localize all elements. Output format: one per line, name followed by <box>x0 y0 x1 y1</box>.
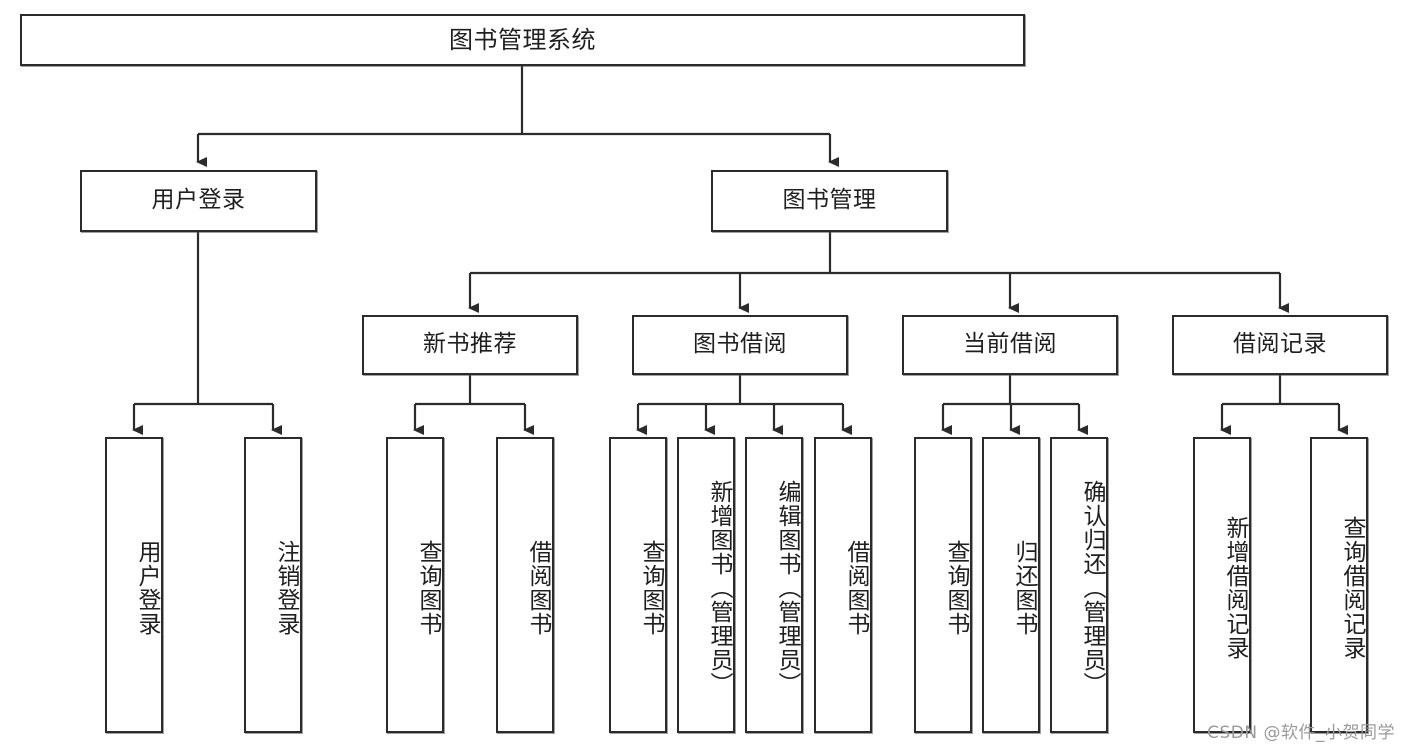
node-leaf-user-logout[interactable]: 注销登录 <box>244 437 302 733</box>
node-current-borrow-label: 当前借阅 <box>963 331 1057 358</box>
node-leaf-add-record-label: 新增借阅记录 <box>1222 516 1248 660</box>
node-leaf-edit-book-label: 编辑图书（管理员） <box>774 480 800 696</box>
csdn-watermark: CSDN @软件_小贺同学 <box>1207 723 1395 743</box>
node-borrow-record[interactable]: 借阅记录 <box>1172 315 1388 375</box>
node-leaf-borrow-book-1-label: 借阅图书 <box>525 540 551 636</box>
node-leaf-query-book-3[interactable]: 查询图书 <box>914 437 972 733</box>
node-leaf-user-logout-label: 注销登录 <box>273 540 299 636</box>
node-leaf-add-book[interactable]: 新增图书（管理员） <box>677 437 735 733</box>
node-leaf-borrow-book-2-label: 借阅图书 <box>843 540 869 636</box>
node-book-manage-label: 图书管理 <box>782 187 877 214</box>
node-book-manage[interactable]: 图书管理 <box>711 170 948 232</box>
node-leaf-query-book-3-label: 查询图书 <box>943 540 969 636</box>
node-leaf-user-login[interactable]: 用户登录 <box>105 437 163 733</box>
node-leaf-query-record-label: 查询借阅记录 <box>1339 516 1365 660</box>
node-current-borrow[interactable]: 当前借阅 <box>902 315 1118 375</box>
node-leaf-confirm-return-label: 确认归还（管理员） <box>1079 480 1105 696</box>
node-leaf-query-book-1[interactable]: 查询图书 <box>386 437 444 733</box>
node-new-book-recommend-label: 新书推荐 <box>423 331 517 358</box>
node-user-login[interactable]: 用户登录 <box>80 170 317 232</box>
node-root-label: 图书管理系统 <box>449 25 596 54</box>
node-user-login-label: 用户登录 <box>151 187 246 214</box>
node-leaf-query-book-2-label: 查询图书 <box>638 540 664 636</box>
node-root[interactable]: 图书管理系统 <box>20 14 1025 66</box>
node-leaf-query-book-1-label: 查询图书 <box>415 540 441 636</box>
node-new-book-recommend[interactable]: 新书推荐 <box>362 315 578 375</box>
node-leaf-add-record[interactable]: 新增借阅记录 <box>1193 437 1251 733</box>
node-leaf-query-record[interactable]: 查询借阅记录 <box>1310 437 1368 733</box>
node-leaf-query-book-2[interactable]: 查询图书 <box>609 437 667 733</box>
node-leaf-borrow-book-2[interactable]: 借阅图书 <box>814 437 872 733</box>
node-leaf-borrow-book-1[interactable]: 借阅图书 <box>496 437 554 733</box>
node-leaf-return-book[interactable]: 归还图书 <box>982 437 1040 733</box>
node-leaf-edit-book[interactable]: 编辑图书（管理员） <box>745 437 803 733</box>
node-leaf-return-book-label: 归还图书 <box>1011 540 1037 636</box>
node-book-borrow[interactable]: 图书借阅 <box>632 315 848 375</box>
node-leaf-user-login-label: 用户登录 <box>134 540 160 636</box>
node-leaf-add-book-label: 新增图书（管理员） <box>706 480 732 696</box>
node-borrow-record-label: 借阅记录 <box>1233 331 1327 358</box>
node-book-borrow-label: 图书借阅 <box>693 331 787 358</box>
node-leaf-confirm-return[interactable]: 确认归还（管理员） <box>1050 437 1108 733</box>
